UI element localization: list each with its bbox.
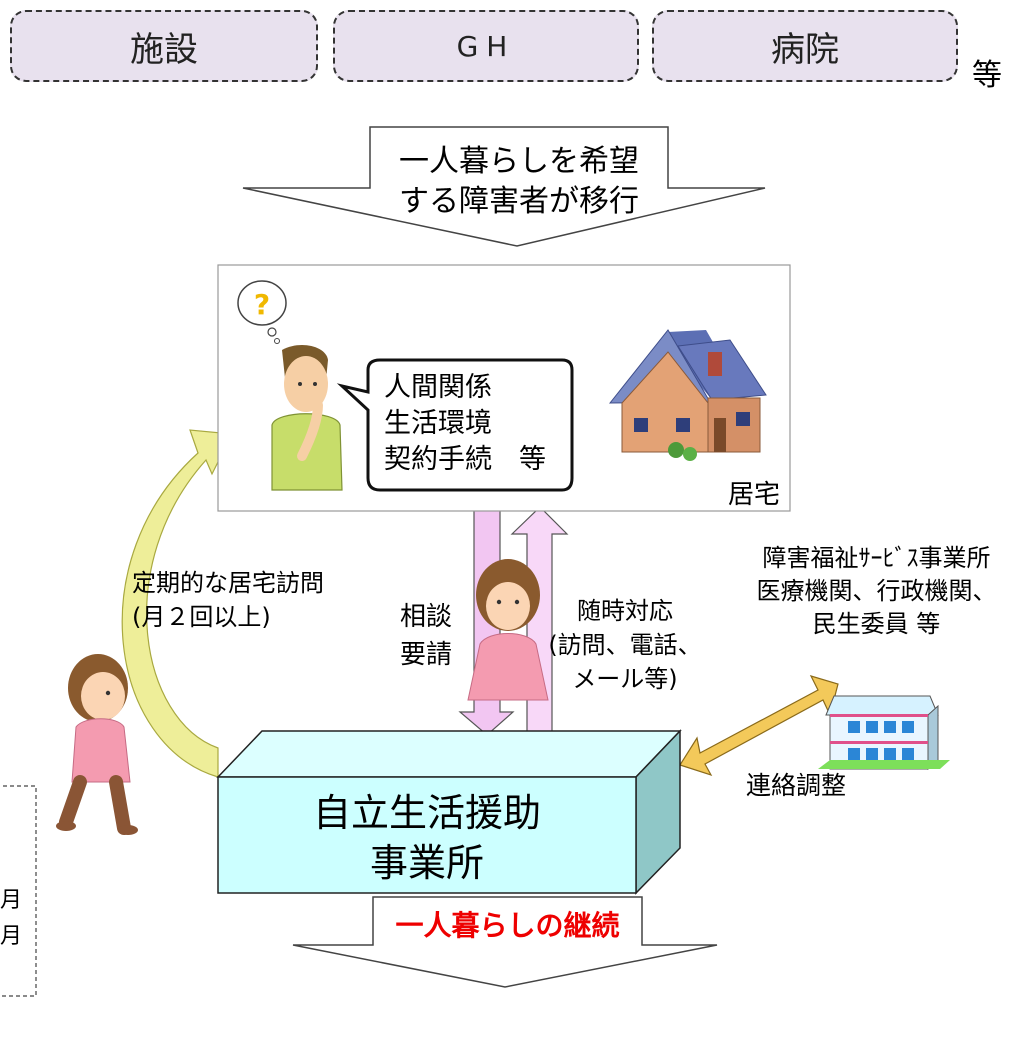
origin-etc: 等 <box>972 58 1002 93</box>
office-line-2: 事業所 <box>369 841 484 885</box>
office-box-top <box>216 730 682 778</box>
speech-bubble-text: 人間関係 生活環境 契約手続 等 <box>384 370 546 478</box>
origin-hospital-label: 病院 <box>771 29 839 70</box>
house-icon <box>608 329 767 461</box>
left-note-text: 月 月 <box>0 883 22 955</box>
concern-item: 生活環境 <box>384 408 492 439</box>
response-line-3: メール等) <box>572 665 678 693</box>
transition-arrow-text: 一人暮らしを希望 する障害者が移行 <box>370 142 668 222</box>
office-label: 自立生活援助 事業所 <box>218 788 636 888</box>
svg-text:?: ? <box>254 288 270 321</box>
origin-facility: 施設 <box>10 10 318 82</box>
home-label: 居宅 <box>728 480 781 510</box>
continuation-label: 一人暮らしの継続 <box>395 909 620 942</box>
agencies-line-2: 医療機関、行政機関、 <box>756 577 997 605</box>
left-note-box <box>0 785 37 997</box>
building-icon <box>818 695 950 770</box>
response-line-1: 随時対応 <box>577 597 673 625</box>
transition-arrow <box>242 126 766 247</box>
office-box-front <box>217 776 637 894</box>
visit-line-1: 定期的な居宅訪問 <box>132 569 324 597</box>
consult-line-1: 相談 <box>400 602 453 632</box>
concern-item: 人間関係 <box>384 372 492 403</box>
thinking-man-icon <box>271 345 343 491</box>
concern-item: 契約手続 等 <box>384 444 546 475</box>
agencies-label: 障害福祉ｻｰﾋﾞｽ事業所 医療機関、行政機関、 民生委員 等 <box>738 542 1015 641</box>
origin-gh: GH <box>333 10 639 82</box>
continuation-arrow <box>292 896 718 988</box>
question-icon: ? <box>237 280 287 344</box>
speech-bubble <box>336 358 574 492</box>
coordination-label: 連絡調整 <box>746 771 847 800</box>
staff-woman-center-icon <box>467 559 549 701</box>
consult-line-2: 要請 <box>400 640 453 670</box>
walking-woman-icon <box>56 654 138 835</box>
consult-label: 相談 要請 <box>400 598 452 674</box>
visit-curve-arrow <box>121 429 233 778</box>
transition-line-2: する障害者が移行 <box>399 184 639 219</box>
agencies-line-1: 障害福祉ｻｰﾋﾞｽ事業所 <box>762 544 991 572</box>
origin-gh-label: GH <box>456 29 516 63</box>
office-line-1: 自立生活援助 <box>312 791 541 835</box>
agencies-line-3: 民生委員 等 <box>812 610 941 638</box>
coordination-double-arrow <box>679 675 839 777</box>
visit-line-2: (月２回以上) <box>132 603 271 631</box>
left-note-line-2: 月 <box>0 924 23 949</box>
transition-line-1: 一人暮らしを希望 <box>399 144 639 179</box>
response-label: 随時対応 (訪問、電話、 メール等) <box>540 594 710 696</box>
origin-hospital: 病院 <box>652 10 958 82</box>
response-line-2: (訪問、電話、 <box>548 631 702 659</box>
origin-facility-label: 施設 <box>130 29 198 70</box>
left-note-line-1: 月 <box>0 888 23 913</box>
visit-label: 定期的な居宅訪問 (月２回以上) <box>132 566 324 634</box>
